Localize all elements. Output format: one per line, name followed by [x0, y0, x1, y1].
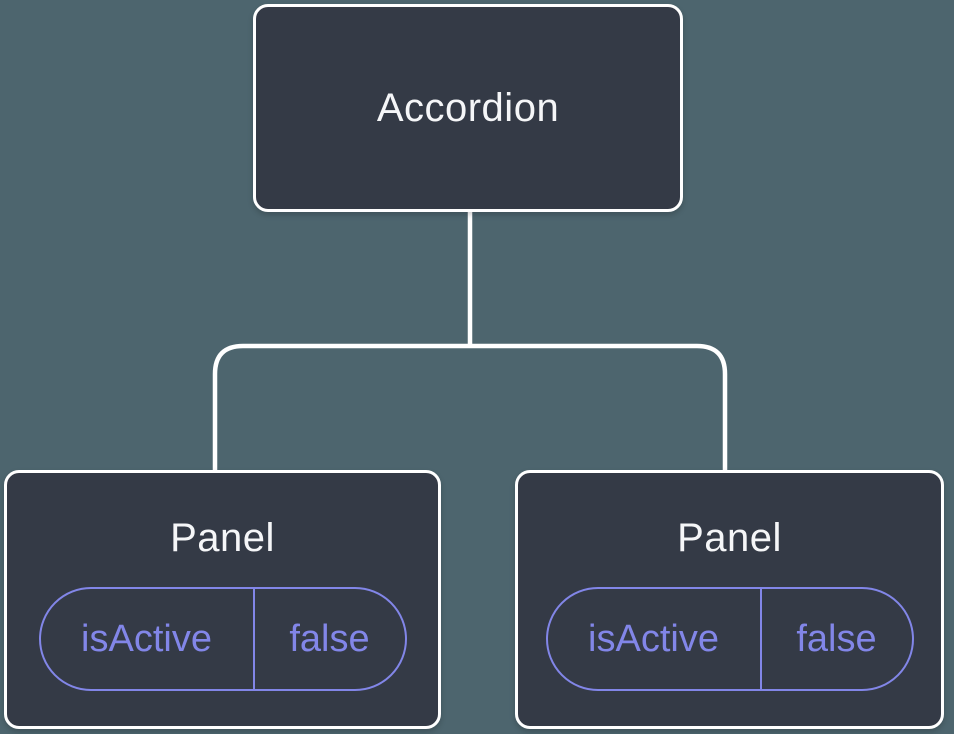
panel-left-label: Panel	[170, 516, 275, 560]
state-key: isActive	[588, 617, 719, 660]
state-value: false	[759, 589, 912, 689]
accordion-node: Accordion	[253, 4, 683, 212]
state-value: false	[252, 589, 405, 689]
accordion-label: Accordion	[376, 86, 560, 130]
state-key: isActive	[81, 617, 212, 660]
branch-line	[212, 343, 728, 471]
panel-right-label: Panel	[677, 516, 782, 560]
state-pill: isActive false	[38, 587, 407, 691]
state-pill: isActive false	[545, 587, 914, 691]
panel-node-left: Panel isActive false	[4, 470, 441, 729]
panel-node-right: Panel isActive false	[515, 470, 944, 729]
